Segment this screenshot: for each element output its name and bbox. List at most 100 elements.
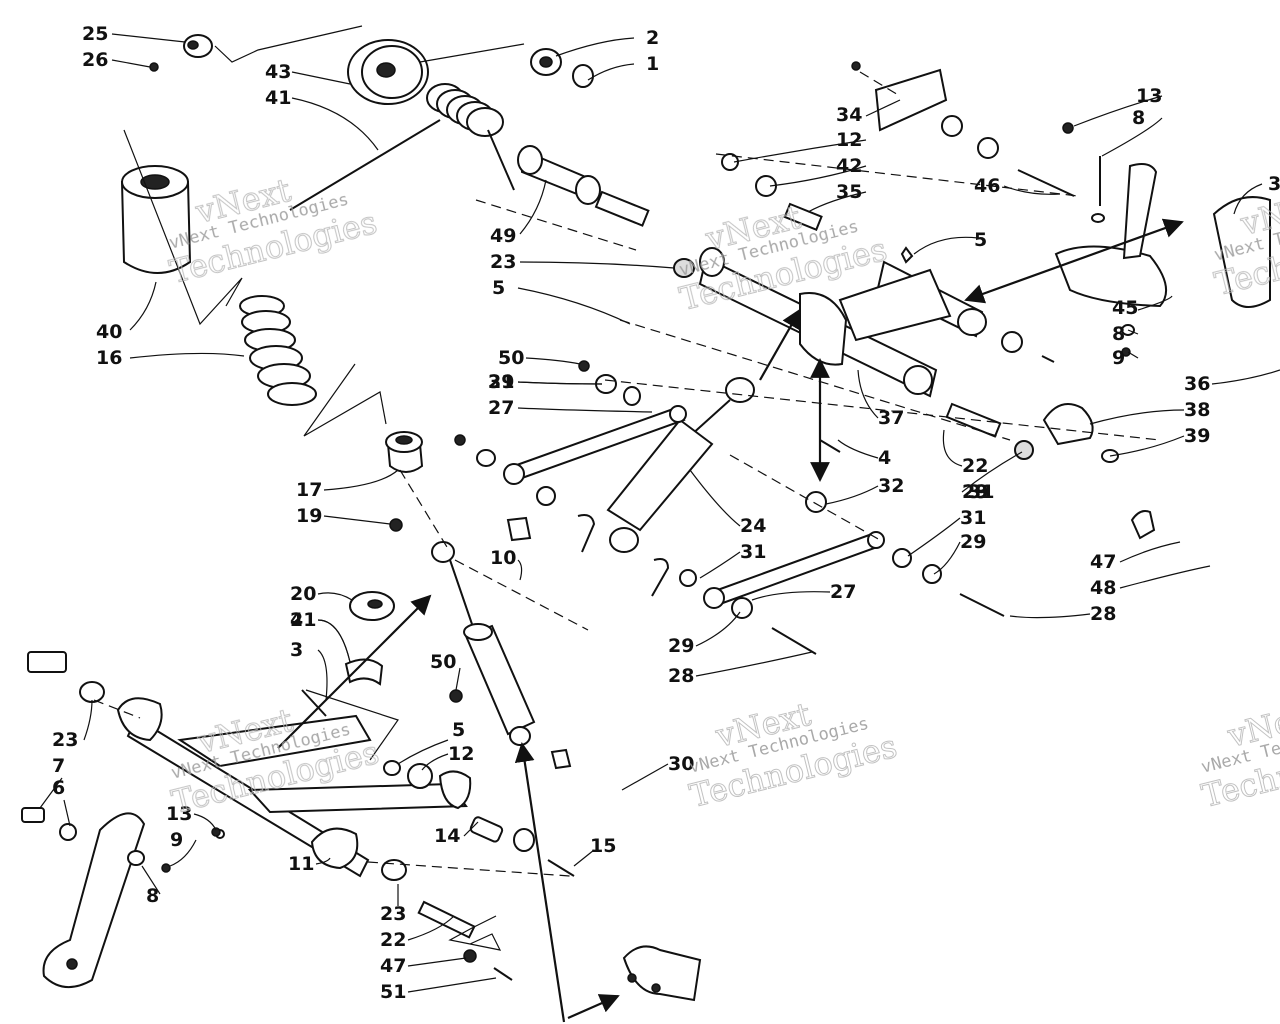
leader-line (1119, 565, 1211, 589)
callout-labels: 2526434121401649235502927311719202134105… (39, 23, 1280, 1003)
callout-number: 31 (960, 507, 986, 529)
callout-23: 23 (52, 699, 93, 751)
callout-number: 29 (488, 371, 514, 393)
callout-number: 10 (490, 547, 516, 569)
coil-spring-part (239, 295, 317, 406)
watermark: vNext vNext Technologies Technologies (685, 694, 901, 815)
callout-number: 51 (380, 981, 406, 1003)
leader-line (291, 71, 351, 85)
callout-31: 31 (907, 507, 986, 557)
callout-number: 5 (452, 719, 465, 741)
callout-number: 31 (488, 371, 514, 393)
callout-4: 4 (290, 609, 351, 663)
callout-number: 11 (288, 853, 314, 875)
callout-9: 9 (169, 829, 197, 867)
leader-line (519, 179, 547, 235)
spacer-part (183, 34, 213, 58)
leader-line (689, 469, 741, 527)
callout-39: 39 (1109, 425, 1210, 457)
callout-number: 47 (1090, 551, 1116, 573)
callout-8: 8 (1112, 323, 1139, 345)
direction-arrows (277, 218, 1184, 1023)
callout-number: 31 (740, 541, 766, 563)
callout-30: 30 (621, 753, 694, 791)
callout-number: 23 (380, 903, 406, 925)
leader-line (517, 407, 653, 413)
bumper-parts (301, 591, 395, 717)
callout-number: 13 (1136, 85, 1162, 107)
leader-line (111, 59, 151, 68)
leader-line (407, 977, 497, 993)
leader-line (111, 33, 186, 43)
leader-line (193, 813, 217, 831)
leader-line (407, 915, 455, 941)
callout-number: 7 (52, 755, 65, 777)
callout-number: 28 (1090, 603, 1116, 625)
callout-number: 25 (82, 23, 108, 45)
callout-1: 1 (587, 53, 659, 81)
leader-line (315, 857, 331, 865)
spring-cover-part (120, 165, 192, 274)
leader-line (317, 649, 328, 701)
leader-line (1089, 409, 1185, 425)
leader-line (323, 515, 391, 525)
callout-number: 34 (836, 104, 862, 126)
leader-line (769, 165, 867, 187)
callout-number: 29 (668, 635, 694, 657)
callout-23: 23 (490, 251, 675, 273)
leader-line (291, 97, 379, 151)
mounting-bracket-part (622, 945, 702, 1002)
leader-line (317, 619, 351, 663)
callout-5: 5 (397, 719, 465, 765)
spring-seat-part (385, 431, 424, 473)
callout-number: 30 (668, 753, 694, 775)
callout-49: 49 (490, 179, 547, 247)
leader-line (1101, 117, 1163, 157)
callout-23: 23 (380, 884, 406, 925)
leader-line (857, 369, 879, 419)
callout-number: 29 (960, 531, 986, 553)
leader-line (317, 592, 353, 601)
leader-line (397, 739, 449, 765)
leader-line (129, 352, 245, 359)
leader-line (517, 381, 603, 385)
callout-number: 20 (290, 583, 316, 605)
callout-number: 8 (146, 885, 159, 907)
callout-number: 33 (1268, 173, 1280, 195)
callout-number: 2 (646, 27, 659, 49)
leader-line (837, 439, 879, 459)
front-arm-assembly-part (27, 651, 575, 981)
leader-line (1127, 351, 1139, 359)
callout-32: 32 (825, 475, 904, 505)
callout-number: 16 (96, 347, 122, 369)
callout-number: 5 (974, 229, 987, 251)
leader-line (933, 541, 961, 575)
callout-number: 4 (878, 447, 891, 469)
leader-line (141, 865, 161, 895)
callout-42: 42 (769, 155, 867, 187)
callout-22: 22 (380, 915, 455, 951)
leader-line (323, 469, 399, 491)
callout-17: 17 (296, 469, 399, 501)
nut-part (389, 518, 403, 532)
callout-number: 8 (1132, 107, 1145, 129)
leader-line (455, 667, 461, 691)
callout-23: 23 (961, 451, 1023, 503)
callout-4: 4 (837, 439, 891, 469)
leader-line (555, 37, 635, 57)
bushing-part (517, 145, 695, 278)
leader-line (517, 559, 523, 581)
callout-number: 29 (962, 481, 988, 503)
leader-line (621, 763, 669, 791)
callout-5: 5 (492, 277, 631, 325)
front-shock-absorber-part (431, 516, 572, 770)
callout-number: 42 (836, 155, 862, 177)
callout-16: 16 (96, 347, 245, 369)
callout-number: 49 (490, 225, 516, 247)
callout-number: 38 (1184, 399, 1210, 421)
leader-line (169, 839, 197, 867)
callout-2: 2 (555, 27, 659, 57)
callout-number: 13 (166, 803, 192, 825)
nut-part (149, 62, 159, 72)
callout-number: 15 (590, 835, 616, 857)
